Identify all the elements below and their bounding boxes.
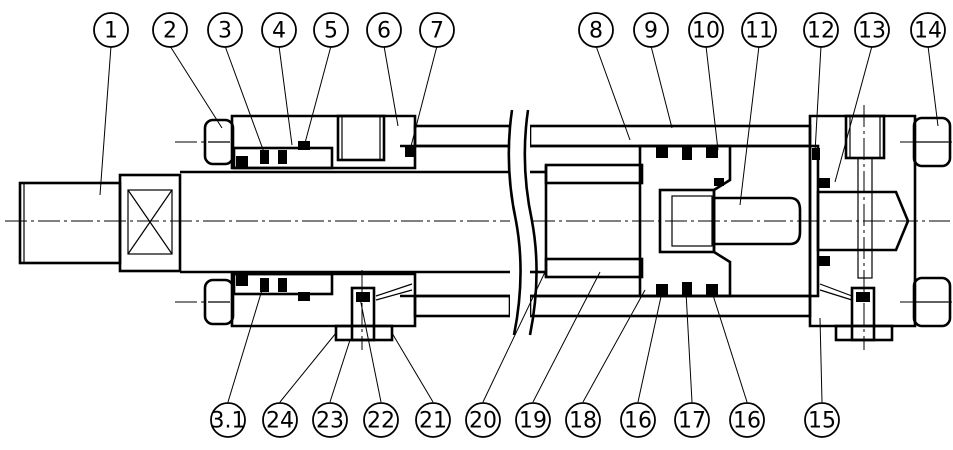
svg-text:12: 12 <box>807 19 835 44</box>
svg-text:14: 14 <box>914 19 942 44</box>
svg-text:21: 21 <box>419 409 447 434</box>
svg-text:19: 19 <box>519 409 547 434</box>
rear-end-cover <box>808 114 917 342</box>
callout-21: 21 <box>415 402 451 438</box>
svg-text:6: 6 <box>377 19 391 44</box>
callout-15: 15 <box>804 402 840 438</box>
front-end-cover <box>230 114 417 342</box>
callout-9: 9 <box>633 12 669 48</box>
svg-text:17: 17 <box>678 409 706 434</box>
callout-13: 13 <box>854 12 890 48</box>
svg-text:15: 15 <box>808 409 836 434</box>
callout-11: 11 <box>741 12 777 48</box>
piston <box>638 144 732 298</box>
callout-6: 6 <box>366 12 402 48</box>
callout-3: 3 <box>207 12 243 48</box>
callout-14: 14 <box>910 12 946 48</box>
svg-text:4: 4 <box>272 19 286 44</box>
callout-22: 22 <box>363 402 399 438</box>
callout-12: 12 <box>803 12 839 48</box>
callout-24: 24 <box>262 402 298 438</box>
tie-rod-nuts-right <box>900 116 952 328</box>
svg-text:22: 22 <box>367 409 395 434</box>
svg-text:9: 9 <box>644 19 658 44</box>
tie-rod-nuts-left <box>175 118 235 326</box>
svg-text:20: 20 <box>469 409 497 434</box>
callout-16-a: 16 <box>620 402 656 438</box>
callout-4: 4 <box>261 12 297 48</box>
svg-text:23: 23 <box>316 409 344 434</box>
callout-10: 10 <box>688 12 724 48</box>
cushion-sleeve <box>530 163 644 279</box>
svg-text:18: 18 <box>569 409 597 434</box>
callout-17: 17 <box>674 402 710 438</box>
piston-rod <box>18 170 510 274</box>
callout-2: 2 <box>152 12 188 48</box>
rear-cushion-bore <box>816 190 910 252</box>
callout-23: 23 <box>312 402 348 438</box>
callout-19: 19 <box>515 402 551 438</box>
svg-text:1: 1 <box>104 19 118 44</box>
svg-text:2: 2 <box>163 19 177 44</box>
front-throttle-screw <box>350 286 376 342</box>
callout-7: 7 <box>419 12 455 48</box>
rod-seal-housing-bottom <box>232 272 334 296</box>
callout-1: 1 <box>93 12 129 48</box>
svg-text:24: 24 <box>266 409 294 434</box>
callout-16-b: 16 <box>729 402 765 438</box>
cylinder-tube <box>400 109 812 336</box>
svg-text:11: 11 <box>745 19 773 44</box>
svg-text:5: 5 <box>324 19 338 44</box>
cushion-spear <box>712 196 802 246</box>
svg-text:16: 16 <box>624 409 652 434</box>
callout-3-1: 3.1 <box>210 402 246 438</box>
rear-throttle-screw <box>850 286 876 342</box>
svg-text:13: 13 <box>858 19 886 44</box>
svg-text:8: 8 <box>589 19 603 44</box>
svg-text:3: 3 <box>218 19 232 44</box>
callout-5: 5 <box>313 12 349 48</box>
svg-text:16: 16 <box>733 409 761 434</box>
svg-text:3.1: 3.1 <box>211 409 246 434</box>
svg-text:7: 7 <box>430 19 444 44</box>
front-port-top <box>336 114 386 162</box>
leader-lines <box>99 45 939 403</box>
callout-18: 18 <box>565 402 601 438</box>
front-throttle-boss <box>334 324 394 342</box>
svg-text:10: 10 <box>692 19 720 44</box>
callout-8: 8 <box>578 12 614 48</box>
callout-20: 20 <box>465 402 501 438</box>
